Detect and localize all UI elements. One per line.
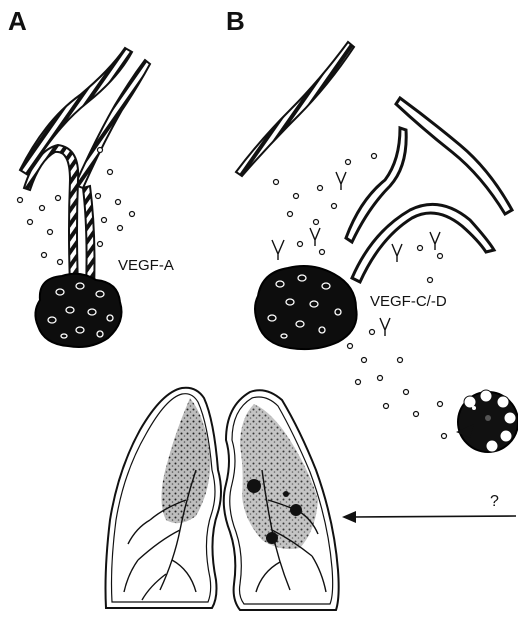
tumor-mass (35, 274, 121, 347)
lungs (106, 388, 339, 610)
blood-vessel (236, 42, 354, 176)
panel-b-label: B (226, 6, 245, 36)
metastasis-arrow (352, 516, 516, 517)
growth-factor-label-a: VEGF-A (118, 257, 174, 274)
lymphatic-vessel (396, 98, 512, 214)
arrow-head (342, 511, 356, 523)
panel-a-label: A (8, 6, 27, 36)
panel-a: VEGF-A (18, 48, 174, 347)
growth-factor-label-b: VEGF-C/-D (370, 293, 447, 310)
lymph-node (456, 390, 518, 452)
lymphatic-vessel (352, 204, 494, 282)
metastasis-question-mark: ? (490, 493, 499, 510)
